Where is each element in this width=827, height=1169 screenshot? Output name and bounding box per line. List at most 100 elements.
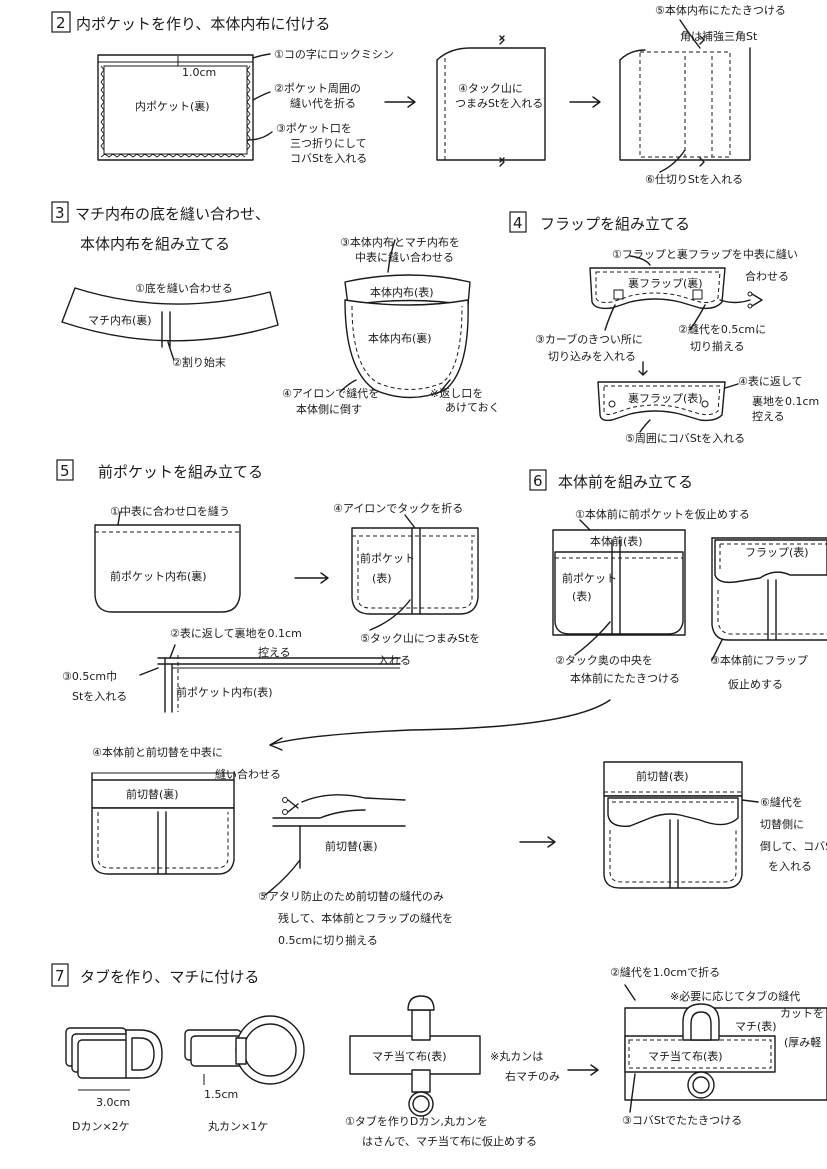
- piece-label: 本体内布(表): [370, 285, 434, 299]
- body-with-flap-figure: フラップ(表): [712, 538, 827, 660]
- instruction-6a: ⑥縫代を: [760, 795, 803, 809]
- arrow-icon: [385, 97, 415, 107]
- instruction-4a: ④タック山に: [458, 82, 523, 95]
- instruction-5a: ⑤タック山につまみStを: [360, 632, 480, 645]
- instruction-6d: を入れる: [768, 860, 812, 873]
- flap-back-figure: 裏フラップ(裏): [590, 256, 762, 330]
- count-d-ring: Dカン×2ケ: [72, 1120, 130, 1133]
- instruction-3b: Stを入れる: [72, 690, 127, 703]
- piece-label: マチ(表): [735, 1019, 777, 1033]
- section-title-line2: 本体内布を組み立てる: [80, 235, 230, 253]
- edge-stitch: [718, 590, 827, 634]
- piece-label: フラップ(表): [745, 545, 809, 559]
- section-5: 5 前ポケットを組み立てる 前ポケット内布(裏) ①中表に合わせ口を縫う 前ポケ…: [57, 460, 480, 712]
- tab-front: [78, 1040, 130, 1078]
- d-ring-tab-figure: 3.0cm: [66, 1028, 162, 1109]
- arrow-icon: [295, 573, 328, 583]
- note-e: (厚み軽: [784, 1036, 821, 1049]
- instruction-3c: コバStを入れる: [290, 152, 367, 165]
- instruction-2b: 縫い代を折る: [290, 96, 356, 110]
- flap-front-figure: 裏フラップ(表): [598, 382, 738, 432]
- step-number: 3: [55, 204, 65, 222]
- inner-pocket-figure: 1.0cm 内ポケット(裏): [98, 54, 272, 160]
- leader-line: [140, 668, 158, 675]
- instruction-5a: ⑤本体内布にたたきつける: [655, 3, 786, 17]
- section-7: 7 タブを作り、マチに付ける 3.0cm Dカン×2ケ 1.5cm 丸カン×1ケ: [52, 964, 827, 1148]
- piece-label: 前ポケット: [562, 571, 617, 585]
- piece-label: 内ポケット(裏): [135, 99, 210, 113]
- section-title: タブを作り、マチに付ける: [80, 968, 259, 986]
- piece-label: 本体内布(裏): [368, 331, 432, 345]
- instruction-5: ⑤周囲にコバStを入れる: [625, 432, 745, 445]
- step-number: 2: [56, 14, 66, 32]
- break-mark-icon: [500, 36, 504, 44]
- step-number: 7: [55, 967, 65, 985]
- piece-label: マチ当て布(表): [648, 1049, 723, 1063]
- instruction-5b: 残して、本体前とフラップの縫代を: [278, 911, 453, 925]
- section-4: 4 フラップを組み立てる 裏フラップ(裏) ①フラップと裏フラップを中表に縫い …: [510, 212, 819, 445]
- section-title-line1: マチ内布の底を縫い合わせ、: [75, 205, 270, 223]
- scissors-icon: [288, 800, 298, 812]
- step-number: 4: [513, 214, 523, 232]
- instruction-3a: ③本体前にフラップ: [710, 653, 808, 667]
- instruction-1: ①コの字にロックミシン: [274, 47, 394, 61]
- tuck-figure: ④タック山に つまみStを入れる: [437, 36, 545, 166]
- round-ring-inner: [413, 1096, 429, 1112]
- instruction-4b: つまみStを入れる: [455, 97, 543, 110]
- instruction-4a: ④アイロンで縫代を: [282, 386, 379, 400]
- instruction-6: ⑥仕切りStを入れる: [645, 173, 743, 186]
- scissors-handle: [283, 798, 288, 803]
- leader-line: [170, 645, 175, 658]
- instruction-1a: ①フラップと裏フラップを中表に縫い: [612, 247, 798, 261]
- instruction-4: ④アイロンでタックを折る: [333, 501, 463, 515]
- arrow-icon: [570, 97, 600, 107]
- instruction-4b: 縫い合わせる: [215, 767, 281, 781]
- instruction-1: ①本体前に前ポケットを仮止めする: [575, 507, 750, 521]
- section-title: 前ポケットを組み立てる: [98, 463, 263, 481]
- flow-connector: [270, 700, 610, 745]
- piece-label: 裏フラップ(表): [628, 391, 703, 405]
- instruction-6c: 倒して、コバSt: [760, 840, 827, 853]
- section-2: 2 内ポケットを作り、本体内布に付ける 1.0cm 内ポケット(裏) ①コの字に…: [52, 3, 786, 186]
- piece-label: 前ポケット内布(表): [176, 685, 273, 699]
- leader-line: [253, 54, 270, 58]
- piece-label: マチ当て布(表): [372, 1049, 447, 1063]
- body-with-pocket-figure: 本体前(表) 前ポケット (表): [553, 520, 685, 655]
- pocket-lining-figure: 前ポケット内布(裏): [95, 512, 240, 612]
- instruction-4c: 控える: [752, 409, 785, 423]
- body-shape: [92, 808, 234, 874]
- round-ring-inner: [693, 1077, 709, 1093]
- measure-label: 1.5cm: [204, 1088, 238, 1101]
- piece-label: 前切替(裏): [325, 839, 378, 853]
- instruction-1a: ①タブを作りDカン,丸カンを: [345, 1114, 488, 1128]
- tab-lower: [412, 1070, 430, 1092]
- instruction-6b: 切替側に: [760, 817, 804, 831]
- round-ring-inner: [244, 1024, 296, 1076]
- pocket-lining-shape: [95, 525, 240, 612]
- instruction-3b: 切り込みを入れる: [548, 350, 636, 363]
- d-ring-inner: [691, 1012, 711, 1040]
- trim-detail-figure: 前切替(裏): [265, 795, 405, 895]
- instruction-3b: 中表に縫い合わせる: [355, 250, 454, 264]
- instruction-3b: 三つ折りにして: [290, 136, 367, 150]
- leader-line: [742, 800, 758, 802]
- instruction-1: ①底を縫い合わせる: [135, 281, 233, 295]
- note-b: あけておく: [445, 401, 500, 414]
- note-a: ※丸カンは: [490, 1050, 543, 1063]
- section-title: 本体前を組み立てる: [558, 473, 693, 491]
- instruction-5a: ⑤アタリ防止のため前切替の縫代のみ: [258, 889, 444, 903]
- yoke-edge: [92, 773, 234, 780]
- patch-assembly-figure: マチ当て布(表): [350, 996, 480, 1116]
- note-c: ※必要に応じてタブの縫代: [670, 989, 800, 1003]
- front-pocket-shape: [352, 528, 478, 614]
- note-a: ※返し口を: [430, 387, 483, 400]
- section-title: フラップを組み立てる: [540, 215, 690, 233]
- measure-label: 3.0cm: [96, 1096, 130, 1109]
- piece-label: 前ポケット: [360, 551, 415, 565]
- piece-label: 裏フラップ(裏): [628, 276, 703, 290]
- tab-upper: [412, 1010, 430, 1040]
- piece-label: 前ポケット内布(裏): [110, 569, 207, 583]
- lining-top: [437, 48, 545, 60]
- instruction-4a: ④表に返して: [738, 374, 803, 388]
- instruction-2b: 控える: [258, 645, 291, 659]
